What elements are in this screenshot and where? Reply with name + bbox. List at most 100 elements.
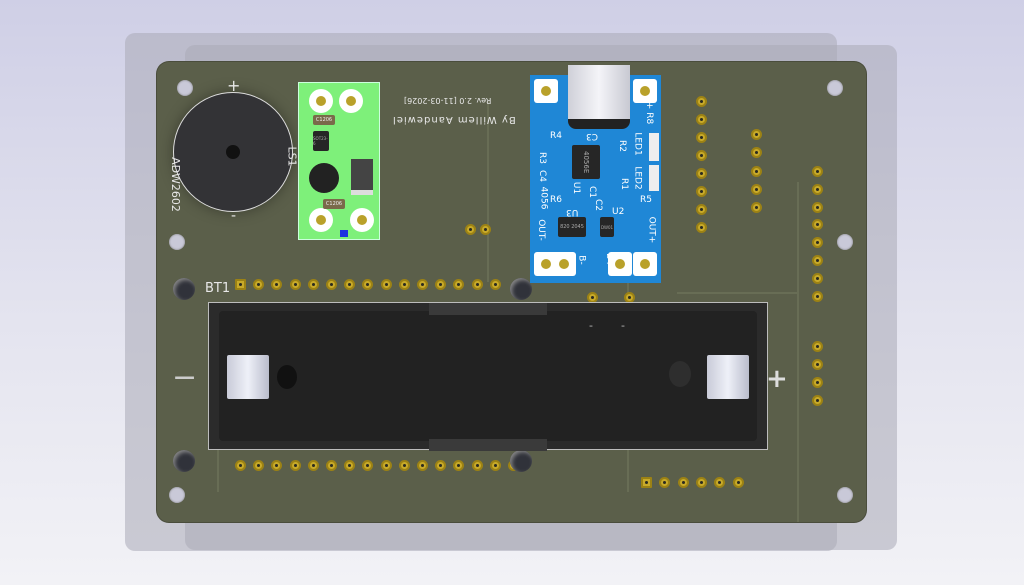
header-pin <box>398 460 410 471</box>
battery-ref-label: BT1 <box>205 281 231 296</box>
ic: SOT23-6 <box>313 131 329 151</box>
header-pin <box>271 279 283 290</box>
led <box>340 230 348 237</box>
header-pin <box>696 96 707 107</box>
header-pin <box>489 460 501 471</box>
label-r6: R6 <box>550 195 562 205</box>
header-pin <box>326 460 337 471</box>
mounting-hole <box>177 80 193 96</box>
header-pin <box>480 224 491 235</box>
header-pin <box>453 460 465 471</box>
header-pin <box>489 279 501 290</box>
buzzer-center <box>226 145 240 159</box>
header-pin <box>453 279 465 290</box>
header-pin <box>380 279 392 290</box>
inductor <box>309 163 339 193</box>
buzzer-plus-label: + <box>227 76 241 95</box>
led1 <box>649 133 659 161</box>
header-pin <box>326 279 337 290</box>
negative-contact <box>227 355 269 399</box>
header-pin <box>751 147 762 159</box>
boost-converter-module: C1206 SOT23-6 C1206 <box>298 82 380 240</box>
header-pin <box>659 477 671 488</box>
holder-hole <box>669 361 691 387</box>
label-c1: C1 <box>587 185 598 199</box>
label-r2: R2 <box>616 140 627 152</box>
header-pin <box>307 460 319 471</box>
header-pin <box>812 201 823 213</box>
buzzer-ref-label: LS1 <box>285 146 299 167</box>
header-pin <box>751 165 762 177</box>
header-pin <box>465 224 476 235</box>
header-pin <box>271 460 283 471</box>
revision-label: Rev. 2.0 [11-03-2026] <box>404 96 492 105</box>
header-pin <box>344 460 356 471</box>
mounting-hole <box>837 234 853 250</box>
capacitor: C1206 <box>323 199 345 209</box>
header-pin <box>696 186 707 197</box>
header-pin <box>812 395 823 406</box>
mounting-hole <box>173 450 195 472</box>
label-r5: R5 <box>640 195 652 205</box>
label-b-plus: B+ <box>603 253 614 267</box>
mounting-hole <box>827 80 843 96</box>
header-pin <box>696 132 707 143</box>
label-out-minus: OUT- <box>535 219 546 241</box>
header-pin <box>695 477 707 488</box>
label-r4: R4 <box>550 131 562 141</box>
header-pin <box>398 279 410 290</box>
header-pin <box>812 237 823 249</box>
label-r8: + R8 <box>644 101 655 125</box>
buzzer-minus-label: - <box>231 208 237 224</box>
header-pin <box>307 279 319 290</box>
mounting-hole <box>169 487 185 503</box>
capacitor: C1206 <box>313 115 335 125</box>
label-led1: LED1 <box>632 132 643 156</box>
label-c3: C3 <box>586 131 599 141</box>
header-pin <box>732 477 744 488</box>
header-pin <box>417 279 428 290</box>
header-pin <box>235 279 246 290</box>
author-label: By Willem Aandewiel <box>392 114 516 125</box>
label-u1: U1 <box>571 181 582 195</box>
header-pin <box>289 279 301 290</box>
protection-ic: DW01 <box>600 217 614 237</box>
diode <box>351 159 373 195</box>
mounting-hole <box>837 487 853 503</box>
charger-ic: 4056E <box>572 145 600 179</box>
holder-hole <box>277 365 297 389</box>
charger-module: 4056E 820 2045 DW01 + R8 LED1 LED2 R4 C3… <box>530 65 661 283</box>
header-pin <box>751 129 762 140</box>
buzzer <box>173 92 293 212</box>
label-led2: LED2 <box>632 166 643 190</box>
header-pin <box>812 377 823 388</box>
header-pin <box>235 460 246 471</box>
label-r1: R1 <box>618 178 629 190</box>
label-c2: C2 <box>593 198 604 212</box>
label-c4: C4 <box>537 169 548 183</box>
header-pin <box>696 150 707 161</box>
header-pin <box>344 279 356 290</box>
mounting-hole <box>173 278 195 300</box>
header-pin <box>812 359 823 370</box>
header-pin <box>812 166 823 177</box>
header-pin <box>696 222 707 233</box>
label-r3: R3 <box>536 152 547 164</box>
header-pin <box>641 477 652 488</box>
header-pin <box>362 279 374 290</box>
protection-ic: 820 2045 <box>558 217 586 237</box>
mounting-hole <box>169 234 185 250</box>
header-pin <box>362 460 374 471</box>
header-pin <box>696 168 707 179</box>
label-b-minus: B- <box>576 255 587 265</box>
holder-minus-mark: - <box>621 319 625 332</box>
header-pin <box>471 279 483 290</box>
battery-holder: - - <box>208 302 768 451</box>
header-pin <box>253 460 265 471</box>
label-u3: U3 <box>566 207 579 217</box>
header-pin <box>380 460 392 471</box>
header-pin <box>289 460 301 471</box>
positive-contact <box>707 355 749 399</box>
header-pin <box>696 114 707 125</box>
header-pin <box>751 183 762 195</box>
